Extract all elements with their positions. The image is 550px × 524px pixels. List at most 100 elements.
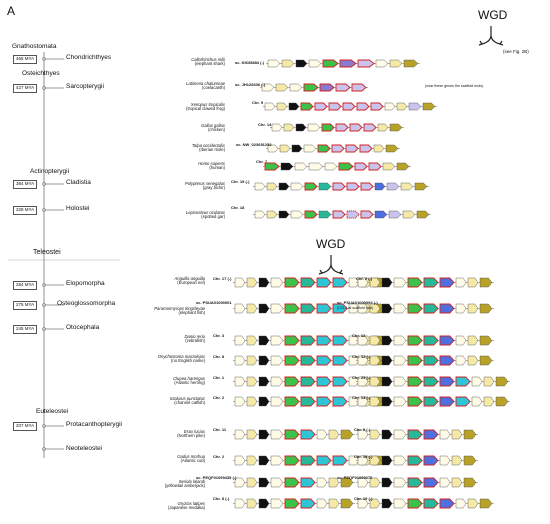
gene-arrow <box>423 335 439 346</box>
chromosome-label: Chr. 8 (-) <box>213 496 230 501</box>
gene-arrow <box>332 210 346 219</box>
chromosome-label: Chr. 17 (-) <box>213 276 232 281</box>
species-label: Anguilla anguilla(European eel) <box>174 276 206 286</box>
gene-row <box>356 429 478 440</box>
gene-arrow <box>439 396 455 407</box>
gene-arrow <box>363 123 377 132</box>
gene-arrow <box>328 102 342 111</box>
gene-arrow <box>381 303 393 314</box>
tree-node <box>42 424 46 428</box>
gene-arrow <box>348 396 360 407</box>
species-label: Oryzias latipes(Japanese medaka) <box>167 501 205 511</box>
gene-arrow <box>271 123 283 132</box>
gene-arrow <box>328 477 340 488</box>
chromosome-label: Chr. 13 (-) <box>352 395 371 400</box>
gene-arrow <box>322 59 339 68</box>
gene-arrow <box>407 277 423 288</box>
gene-arrow <box>284 498 300 509</box>
gene-row <box>356 396 510 407</box>
gene-arrow <box>332 182 346 191</box>
gene-arrow <box>261 83 275 92</box>
gene-arrow <box>455 303 467 314</box>
chromosome-label: Chr. 11 <box>213 427 227 432</box>
species-label: Lepisosteus oculatus(spotted gar) <box>185 210 225 220</box>
gene-arrow <box>316 376 332 387</box>
gene-arrow <box>351 83 367 92</box>
gene-arrow <box>455 335 467 346</box>
gene-arrow <box>284 355 300 366</box>
gene-arrow <box>300 303 316 314</box>
gene-arrow <box>316 477 328 488</box>
gene-arrow <box>270 355 284 366</box>
gene-arrow <box>393 498 407 509</box>
gene-arrow <box>463 429 477 440</box>
gene-arrow <box>254 182 266 191</box>
gene-arrow <box>332 396 348 407</box>
gene-arrow <box>360 182 374 191</box>
tree-node <box>42 283 46 287</box>
gene-arrow <box>316 396 332 407</box>
gene-arrow <box>314 102 328 111</box>
gene-arrow <box>335 83 351 92</box>
chromosome-label: Chr. 2 <box>213 395 225 400</box>
gene-arrow <box>393 277 407 288</box>
chromosome-label: Chr. 8 <box>213 354 225 359</box>
gene-arrow <box>369 335 381 346</box>
gene-arrow <box>234 477 246 488</box>
top-wgd-note: (see Fig. 2B) <box>503 49 529 54</box>
chromosome-label: Chr. 19 (-) <box>354 496 373 501</box>
gene-arrow <box>495 376 509 387</box>
gene-arrow <box>290 182 304 191</box>
chromosome-label: Chr. 14 <box>258 122 272 127</box>
gene-arrow <box>283 123 295 132</box>
gene-arrow <box>317 144 331 153</box>
clade-cladistia: Cladistia <box>66 179 91 186</box>
gene-arrow <box>300 429 316 440</box>
gene-row <box>356 303 494 314</box>
gene-arrow <box>369 477 381 488</box>
mya-badge: 284 MYA <box>13 281 38 290</box>
gene-arrow <box>357 355 369 366</box>
clade-neoteleostei: Neoteleostei <box>66 445 103 452</box>
gene-arrow <box>258 455 270 466</box>
gene-arrow <box>369 396 381 407</box>
gene-row <box>270 123 404 132</box>
gene-arrow <box>385 144 399 153</box>
species-label: Gallus gallus(chicken) <box>201 123 225 133</box>
clade-protacanthopterygii: Protacanthopterygii <box>66 421 123 428</box>
gene-arrow <box>407 335 423 346</box>
gene-arrow <box>407 498 423 509</box>
gene-arrow <box>402 210 416 219</box>
gene-arrow <box>381 396 393 407</box>
gene-arrow <box>318 210 332 219</box>
gene-arrow <box>284 429 300 440</box>
gene-arrow <box>284 477 300 488</box>
gene-row <box>356 477 478 488</box>
gene-arrow <box>234 376 246 387</box>
gene-arrow <box>348 303 360 314</box>
gene-arrow <box>373 144 385 153</box>
gene-arrow <box>381 429 393 440</box>
gene-arrow <box>300 477 316 488</box>
gene-arrow <box>278 182 290 191</box>
gene-arrow <box>467 303 479 314</box>
gene-arrow <box>471 396 483 407</box>
gene-arrow <box>246 355 258 366</box>
gene-arrow <box>234 429 246 440</box>
wgd-branch <box>481 35 492 45</box>
gene-arrow <box>408 102 422 111</box>
gene-arrow <box>455 355 467 366</box>
gene-arrow <box>316 429 328 440</box>
gene-arrow <box>280 162 294 171</box>
gene-arrow <box>423 396 439 407</box>
gene-arrow <box>357 498 369 509</box>
gene-arrow <box>279 144 291 153</box>
gene-arrow <box>258 277 270 288</box>
gene-arrow <box>284 396 300 407</box>
chromosome-label: sc. PSUA01000001 <box>196 300 232 305</box>
chromosome-label: Chr. 19 (-) <box>231 179 250 184</box>
gene-arrow <box>479 355 493 366</box>
tree-node <box>42 447 46 451</box>
gene-arrow <box>303 144 317 153</box>
gene-arrow <box>258 303 270 314</box>
